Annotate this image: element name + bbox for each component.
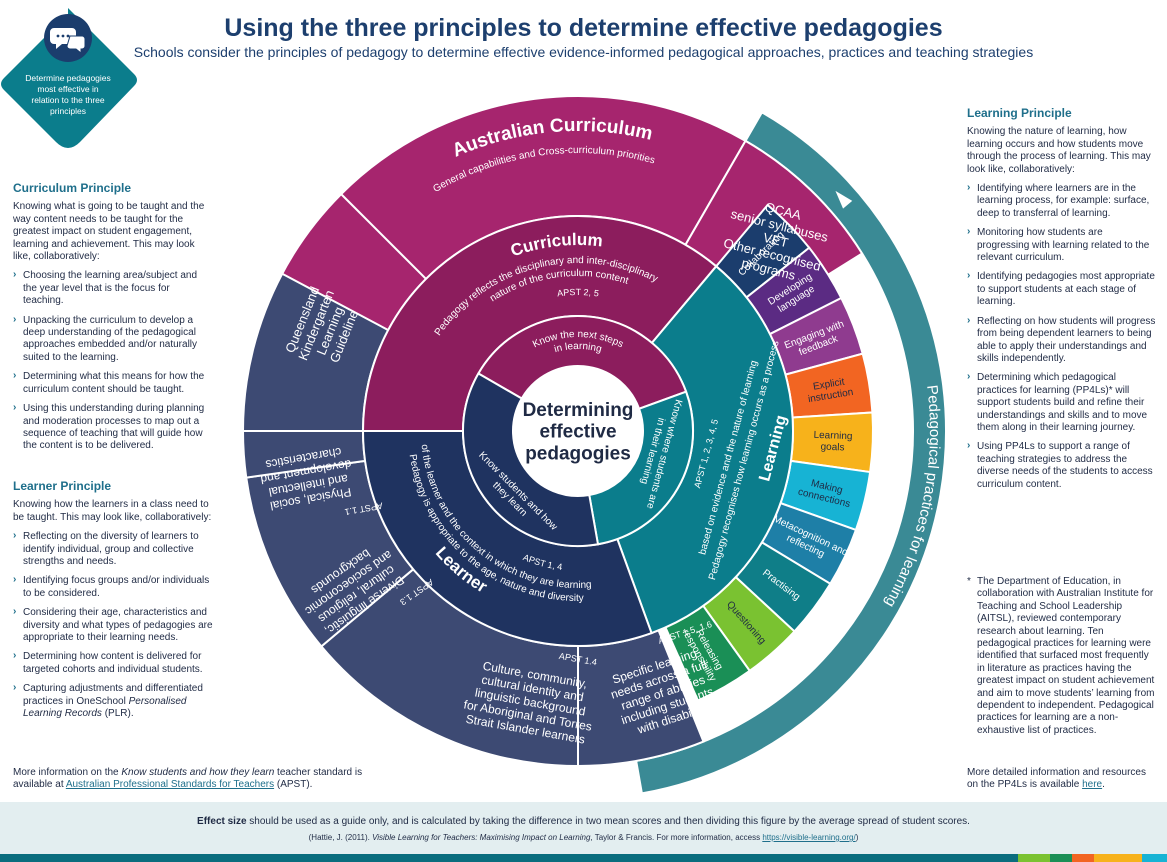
inner-curriculum-label-2: in learning — [553, 341, 603, 355]
list-item: Identifying focus groups and/or individu… — [13, 574, 213, 600]
visible-learning-link[interactable]: https://visible-learning.org/ — [762, 833, 856, 842]
note-text: The Department of Education, in collabor… — [977, 576, 1155, 736]
list-item: Using PP4Ls to support a range of teachi… — [967, 440, 1157, 491]
center-title: effective — [539, 422, 616, 443]
learner-principle-heading: Learner Principle — [13, 479, 112, 493]
effect-size-note: Effect size should be used as a guide on… — [0, 816, 1167, 827]
learning-principle-list: Identifying where learners are in the le… — [967, 182, 1157, 491]
pp4l-ring — [635, 110, 947, 795]
center-title: pedagogies — [525, 444, 631, 465]
list-item: Unpacking the curriculum to develop a de… — [13, 314, 213, 365]
pedagogy-wheel: Pedagogical practices for learning0.39–1… — [241, 95, 947, 795]
learning-principle-intro: Knowing the nature of learning, how lear… — [967, 126, 1151, 175]
effect-size-text: should be used as a guide only, and is c… — [246, 816, 970, 827]
badge-line: Determine pedagogies — [25, 73, 111, 83]
list-item: Considering their age, characteristics a… — [13, 606, 213, 644]
citation-suffix: ) — [855, 833, 859, 842]
more-info-suffix: . — [1102, 779, 1105, 791]
learner-principle-intro: Knowing how the learners in a class need… — [13, 499, 212, 523]
learning-principle-heading: Learning Principle — [967, 106, 1072, 120]
citation-text-mid: , Taylor & Francis. For more information… — [590, 833, 763, 842]
list-item: Monitoring how students are progressing … — [967, 226, 1157, 264]
learner-principle-list: Reflecting on the diversity of learners … — [13, 530, 213, 720]
more-info-suffix: (APST). — [274, 779, 313, 791]
plr-text: Capturing adjustments and differentiated… — [23, 683, 203, 707]
learning-principle: Learning Principle Knowing the nature of… — [967, 107, 1157, 498]
note-asterisk: * — [967, 576, 971, 587]
list-item: Determining what this means for how the … — [13, 370, 213, 396]
practice-label: Explicit — [812, 377, 845, 393]
list-item: Capturing adjustments and differentiated… — [13, 682, 213, 720]
plr-suffix: (PLR). — [101, 708, 134, 720]
standard-name: Know students and how they learn — [121, 767, 275, 778]
ring-arrow-icon — [835, 190, 853, 209]
curriculum-ring-apst: APST 2, 5 — [557, 287, 600, 299]
list-item: Reflecting on the diversity of learners … — [13, 530, 213, 568]
citation-text: (Hattie, J. (2011). — [308, 833, 373, 842]
learner-principle: Learner Principle Knowing how the learne… — [13, 480, 213, 728]
pp4l-more-info: More detailed information and resources … — [967, 767, 1157, 792]
learner-outer-label-group: Culture, community,cultural identity and… — [463, 659, 593, 747]
pp4l-link[interactable]: here — [1082, 779, 1103, 791]
list-item: Determining how content is delivered for… — [13, 650, 213, 676]
citation: (Hattie, J. (2011). Visible Learning for… — [0, 833, 1167, 842]
list-item: Reflecting on how students will progress… — [967, 315, 1157, 366]
more-info-text: More information on the — [13, 767, 122, 778]
list-item: Choosing the learning area/subject and t… — [13, 269, 213, 307]
badge-line: relation to the three — [31, 95, 105, 105]
page-title: Using the three principles to determine … — [224, 14, 943, 42]
badge-line: most effective in — [37, 84, 99, 94]
qcaa-label: VET — [762, 230, 790, 251]
page-subtitle: Schools consider the principles of pedag… — [133, 44, 1034, 60]
curriculum-principle-heading: Curriculum Principle — [13, 181, 132, 195]
bottom-bar — [0, 854, 1167, 862]
badge-line: principles — [50, 106, 86, 116]
curriculum-principle-intro: Knowing what is going to be taught and t… — [13, 201, 205, 263]
list-item: Determining which pedagogical practices … — [967, 371, 1157, 434]
curriculum-principle: Curriculum Principle Knowing what is goi… — [13, 182, 213, 460]
apst-link[interactable]: Australian Professional Standards for Te… — [65, 779, 275, 791]
principles-badge: Determine pedagogies most effective in r… — [1, 8, 137, 148]
list-item: Using this understanding during planning… — [13, 402, 213, 453]
list-item: Identifying pedagogies most appropriate … — [967, 270, 1157, 308]
effect-size-term: Effect size — [197, 816, 247, 827]
center-circle — [513, 366, 643, 496]
pp4l-note: * The Department of Education, in collab… — [967, 576, 1157, 737]
citation-title: Visible Learning for Teachers: Maximisin… — [372, 833, 591, 842]
plr-title: Personalised Learning Records — [23, 695, 187, 720]
more-info-text-mid: teacher standard is available at — [13, 767, 363, 791]
footer: Effect size should be used as a guide on… — [0, 802, 1167, 854]
list-item: Identifying where learners are in the le… — [967, 182, 1157, 220]
curriculum-principle-list: Choosing the learning area/subject and t… — [13, 269, 213, 453]
practice-label: goals — [820, 442, 844, 454]
apst-more-info: More information on the Know students an… — [13, 767, 373, 792]
more-info-text: More detailed information and resources … — [967, 767, 1146, 791]
practice-label: Learning — [813, 430, 852, 442]
center-title: Determining — [523, 400, 634, 421]
